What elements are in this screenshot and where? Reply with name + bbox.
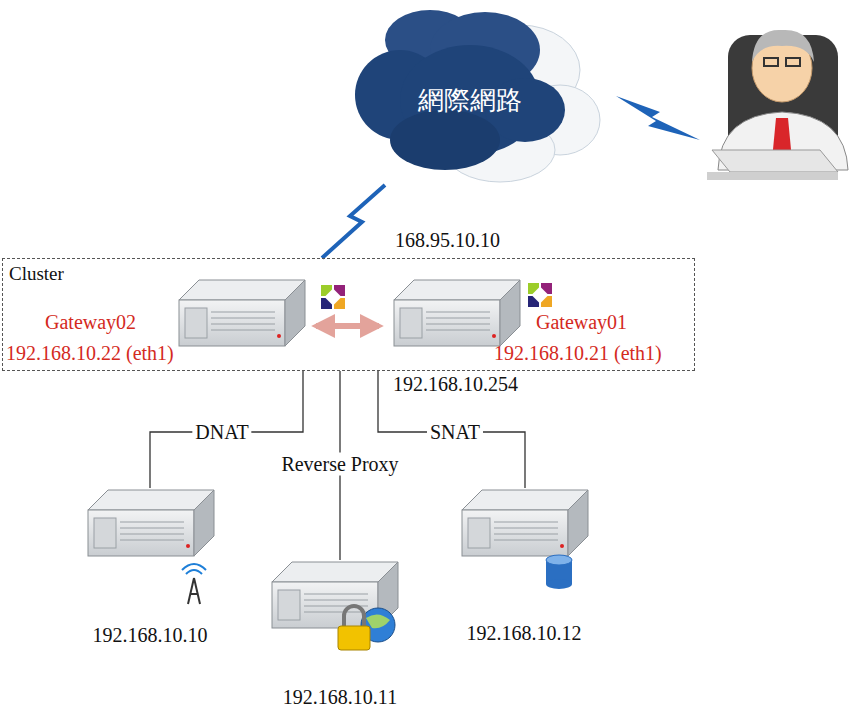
edge-label: Reverse Proxy xyxy=(278,453,401,476)
database-icon xyxy=(546,555,572,589)
server-node: 192.168.10.12 xyxy=(455,488,595,648)
wireless-bolt xyxy=(616,96,700,140)
globe-lock-icon xyxy=(338,606,395,650)
heartbeat-link xyxy=(316,323,379,329)
node-text: Gateway01 xyxy=(536,311,627,334)
wireless-link xyxy=(322,185,385,258)
server-icon xyxy=(272,562,398,628)
server-icon xyxy=(462,490,588,556)
node-text: 192.168.10.11 xyxy=(283,686,397,709)
node-text: Gateway02 xyxy=(45,311,136,334)
server-node: 192.168.10.11 xyxy=(262,560,418,712)
centos-logo xyxy=(321,285,345,309)
node-text: 192.168.10.22 (eth1) xyxy=(6,342,174,365)
centos-logo xyxy=(528,283,552,307)
user-figure xyxy=(707,30,848,180)
server-node: 192.168.10.10 xyxy=(80,488,220,650)
cluster-group: ClusterGateway02192.168.10.22 (eth1)Gate… xyxy=(2,258,695,371)
server-icon xyxy=(88,490,214,556)
node-text: 網際網路 xyxy=(418,86,522,116)
node-text: 192.168.10.10 xyxy=(93,624,208,647)
ip-label: 192.168.10.254 xyxy=(390,373,521,396)
gateway-server: Gateway02 192.168.10.22 (eth1) xyxy=(6,279,306,368)
ip-label: 168.95.10.10 xyxy=(392,229,503,252)
antenna-icon xyxy=(182,564,206,604)
edge-label: SNAT xyxy=(427,421,483,444)
server-icon xyxy=(179,280,305,346)
cloud-node: 網際網路 xyxy=(355,5,590,185)
server-icon xyxy=(394,280,520,346)
cloud xyxy=(355,10,600,182)
edge-label: DNAT xyxy=(192,421,251,444)
node-text: Cluster xyxy=(9,263,64,285)
gateway-server: Gateway01 192.168.10.21 (eth1) xyxy=(391,279,691,368)
node-text: 192.168.10.12 xyxy=(467,622,582,645)
node-text: 192.168.10.21 (eth1) xyxy=(494,342,662,365)
